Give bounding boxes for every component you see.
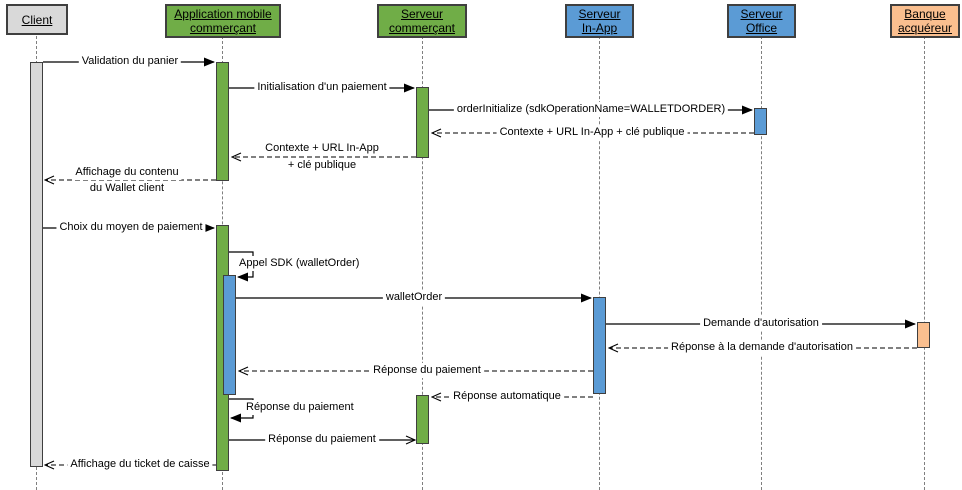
lifeline-serveur-commercant [422,36,423,490]
message-label-contexte-retour-office: Contexte + URL In-App + clé publique [496,125,688,140]
message-label-validation-panier: Validation du panier [78,54,182,69]
message-label-contexte-retour-app-2: + clé publique [284,158,360,173]
lifeline-serveur-office [761,36,762,490]
lifeline-serveur-in-app [599,36,600,490]
activation-serveur-in-app [593,297,606,394]
message-label-affichage-wallet-1: Affichage du contenu [72,165,182,180]
message-label-contexte-retour-app-1: Contexte + URL In-App [262,141,382,156]
activation-serveur-commercant-2 [416,395,429,444]
message-label-reponse-automatique: Réponse automatique [450,389,564,404]
message-label-wallet-order: walletOrder [382,290,446,305]
activation-application-mobile-1 [216,62,229,181]
message-label-order-initialize: orderInitialize (sdkOperationName=WALLET… [453,102,729,117]
actor-banque-acquereur-label: Banque acquéreur [897,7,953,35]
activation-banque-acquereur [917,322,930,348]
lifeline-banque-acquereur [924,36,925,490]
message-label-initialisation-paiement: Initialisation d'un paiement [254,80,390,95]
message-label-choix-moyen-paiement: Choix du moyen de paiement [56,220,206,235]
actor-serveur-office: Serveur Office [727,4,796,38]
actor-serveur-office-label: Serveur Office [740,7,783,35]
actor-client-label: Client [21,12,53,27]
activation-serveur-commercant-1 [416,87,429,158]
actor-serveur-commercant: Serveur commerçant [377,4,467,38]
message-label-reponse-autorisation: Réponse à la demande d'autorisation [668,340,856,355]
actor-serveur-in-app-label: Serveur In-App [578,7,621,35]
actor-serveur-in-app: Serveur In-App [565,4,634,38]
activation-client [30,62,43,467]
activation-sdk [223,275,236,395]
message-label-demande-autorisation: Demande d'autorisation [700,316,822,331]
activation-serveur-office [754,108,767,135]
message-label-affichage-ticket: Affichage du ticket de caisse [67,457,213,472]
actor-application-mobile: Application mobile commerçant [165,4,281,38]
message-label-reponse-paiement-self: Réponse du paiement [244,400,356,415]
message-label-reponse-paiement-sdk: Réponse du paiement [370,363,484,378]
actor-application-mobile-label: Application mobile commerçant [174,7,272,35]
message-label-affichage-wallet-2: du Wallet client [86,181,168,196]
actor-client: Client [6,4,68,35]
message-label-appel-sdk: Appel SDK (walletOrder) [237,256,362,271]
actor-banque-acquereur: Banque acquéreur [890,4,960,38]
actor-serveur-commercant-label: Serveur commerçant [388,7,456,35]
message-label-reponse-paiement-serveur: Réponse du paiement [265,432,379,447]
